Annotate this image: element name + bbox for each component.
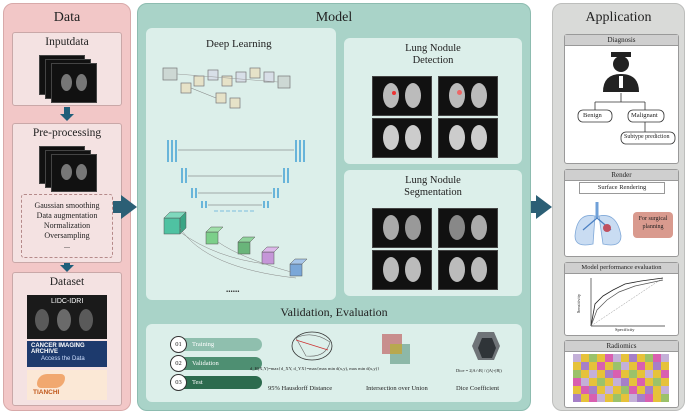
- step-item: Gaussian smoothing: [34, 201, 100, 210]
- segmentation-title-line2: Segmentation: [404, 187, 462, 198]
- roc-xlabel: Specificity: [615, 327, 635, 332]
- validation-title: Validation, Evaluation: [280, 305, 388, 319]
- diagnosis-malignant: Malignant: [631, 112, 658, 119]
- render-box: Render Surface Rendering For surgical pl…: [564, 169, 679, 257]
- step-item: ...: [64, 241, 70, 250]
- inputdata-box: Inputdata: [12, 32, 122, 106]
- lidc-logo: LIDC-IDRI: [27, 295, 107, 339]
- segmentation-box: Lung Nodule Segmentation: [344, 170, 522, 296]
- step-item: Data augmentation: [36, 211, 98, 220]
- preprocessing-box: Pre-processing Gaussian smoothing Data a…: [12, 123, 122, 263]
- dataset-title: Dataset: [49, 276, 85, 288]
- ellipsis: ......: [226, 284, 240, 294]
- roc-ylabel: Sensitivity: [576, 293, 582, 314]
- diagnosis-title: Diagnosis: [565, 35, 678, 46]
- detection-box: Lung Nodule Detection: [344, 38, 522, 164]
- doctor-icon: [577, 52, 676, 145]
- split-training: 01 Training: [170, 336, 262, 353]
- application-column-title: Application: [585, 10, 652, 25]
- metric-hausdorff: 95% Hausdorff Distance: [268, 385, 333, 392]
- split-validation: 02 Validation: [170, 355, 262, 372]
- radiomics-heatmap: [573, 354, 669, 402]
- inputdata-title: Inputdata: [45, 36, 89, 48]
- segmentation-title-line1: Lung Nodule: [405, 175, 461, 186]
- dice-formula: Dice = 2|A∩B| / (|A|+|B|): [456, 368, 502, 373]
- step-item: Oversampling: [44, 231, 90, 240]
- metric-iou: Intersection over Union: [366, 385, 428, 392]
- detection-title-line1: Lung Nodule: [405, 43, 461, 54]
- network-diagrams: [162, 67, 308, 279]
- metric-dice: Dice Coefficient: [456, 385, 500, 392]
- preprocessing-title: Pre-processing: [32, 127, 102, 139]
- application-column: Application Diagnosis Benign Malignant S…: [552, 3, 685, 411]
- diagnosis-benign: Benign: [583, 112, 602, 119]
- model-column: Model Deep Learning: [137, 3, 531, 411]
- render-note: For surgical planning: [633, 212, 673, 238]
- preprocessing-steps: Gaussian smoothing Data augmentation Nor…: [21, 194, 113, 258]
- tianchi-logo: TIANCHI: [27, 370, 107, 400]
- radiomics-box: Radiomics: [564, 340, 679, 408]
- step-item: Normalization: [43, 221, 91, 230]
- radiomics-title: Radiomics: [565, 341, 678, 352]
- render-subtitle: Surface Rendering: [579, 182, 665, 194]
- performance-box: Model performance evaluation Specificity…: [564, 262, 679, 336]
- arrow-right-icon: [121, 195, 137, 219]
- data-column-title: Data: [53, 10, 81, 25]
- iou-icon: [382, 334, 410, 364]
- deep-learning-title: Deep Learning: [206, 38, 272, 50]
- dataset-box: Dataset LIDC-IDRI CANCER IMAGING ARCHIVE…: [12, 272, 122, 406]
- detection-title-line2: Detection: [412, 55, 454, 66]
- model-column-title: Model: [315, 10, 353, 25]
- data-column: Data Inputdata Pre-processing Gaussi: [3, 3, 131, 411]
- performance-title: Model performance evaluation: [565, 263, 678, 274]
- validation-box: 01 Training 02 Validation 03 Test d_H(X,…: [146, 324, 522, 402]
- split-test: 03 Test: [170, 374, 262, 391]
- roc-chart: [590, 277, 665, 327]
- diagnosis-box: Diagnosis Benign Malignant Subtype predi…: [564, 34, 679, 164]
- dice-icon: [472, 332, 500, 360]
- arrow-down-icon: [60, 265, 74, 272]
- hausdorff-formula: d_H(X,Y)=max{d_XY, d_YX}=max{max min d(x…: [250, 366, 380, 371]
- arrow-right-icon: [536, 195, 552, 219]
- tcia-logo: CANCER IMAGING ARCHIVE Access the Data: [27, 341, 107, 367]
- hausdorff-icon: [291, 331, 333, 361]
- deep-learning-box: Deep Learning: [146, 28, 336, 300]
- lung-render-icon: [574, 202, 622, 246]
- render-title: Render: [565, 170, 678, 181]
- diagnosis-subtype: Subtype prediction: [624, 134, 670, 140]
- arrow-down-icon: [60, 114, 74, 121]
